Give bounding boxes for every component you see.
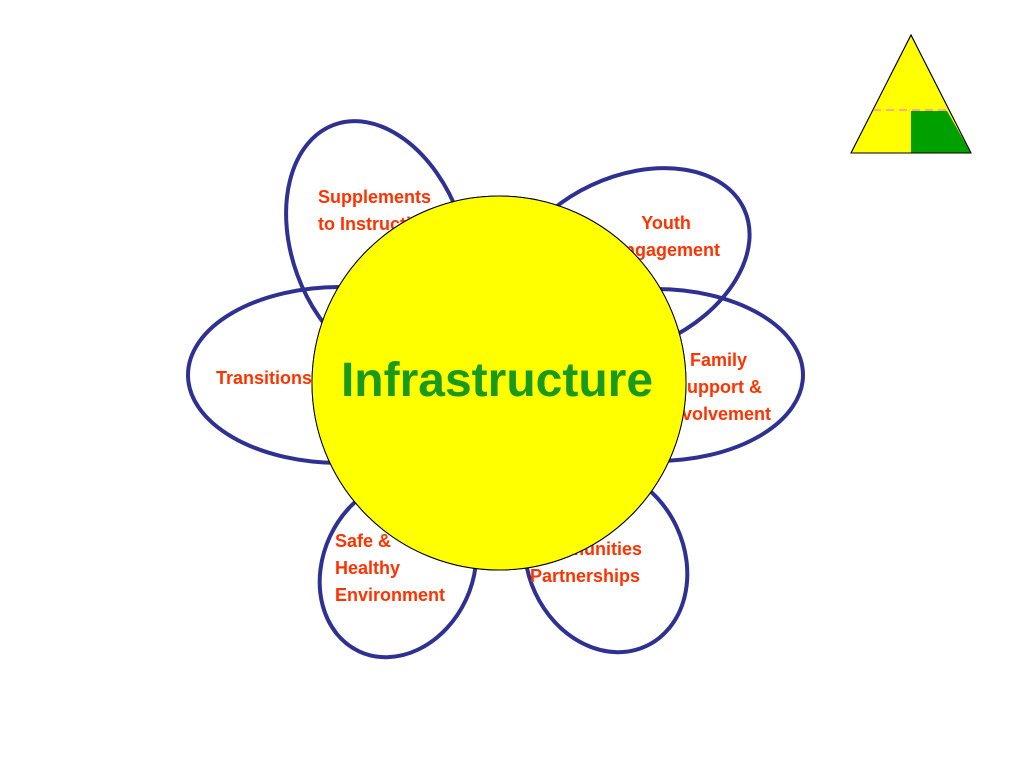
label-communities: Communities Partnerships xyxy=(528,536,642,590)
label-line: Support & xyxy=(675,377,763,397)
label-line: Supplements xyxy=(318,187,432,207)
label-line: Partnerships xyxy=(529,566,641,586)
label-supplements: Supplements to Instruction xyxy=(318,184,433,238)
label-line: Communities xyxy=(528,539,643,559)
label-line: to Instruction xyxy=(318,214,433,234)
label-line: Transitions xyxy=(216,368,313,388)
label-line: Healthy xyxy=(335,558,401,578)
center-label: Infrastructure xyxy=(340,354,654,407)
label-line: Safe & xyxy=(335,531,392,551)
label-line: Youth xyxy=(641,213,691,233)
pyramid-icon xyxy=(850,33,972,154)
label-line: Engagement xyxy=(612,240,721,260)
label-line: Environment xyxy=(335,585,446,605)
label-family: Family Support & Involvement xyxy=(666,347,771,428)
label-youth: Youth Engagement xyxy=(612,210,720,264)
label-line: Involvement xyxy=(666,404,772,424)
label-safe: Safe & Healthy Environment xyxy=(335,528,445,609)
label-transitions: Transitions xyxy=(216,365,312,392)
label-line: Family xyxy=(690,350,748,370)
